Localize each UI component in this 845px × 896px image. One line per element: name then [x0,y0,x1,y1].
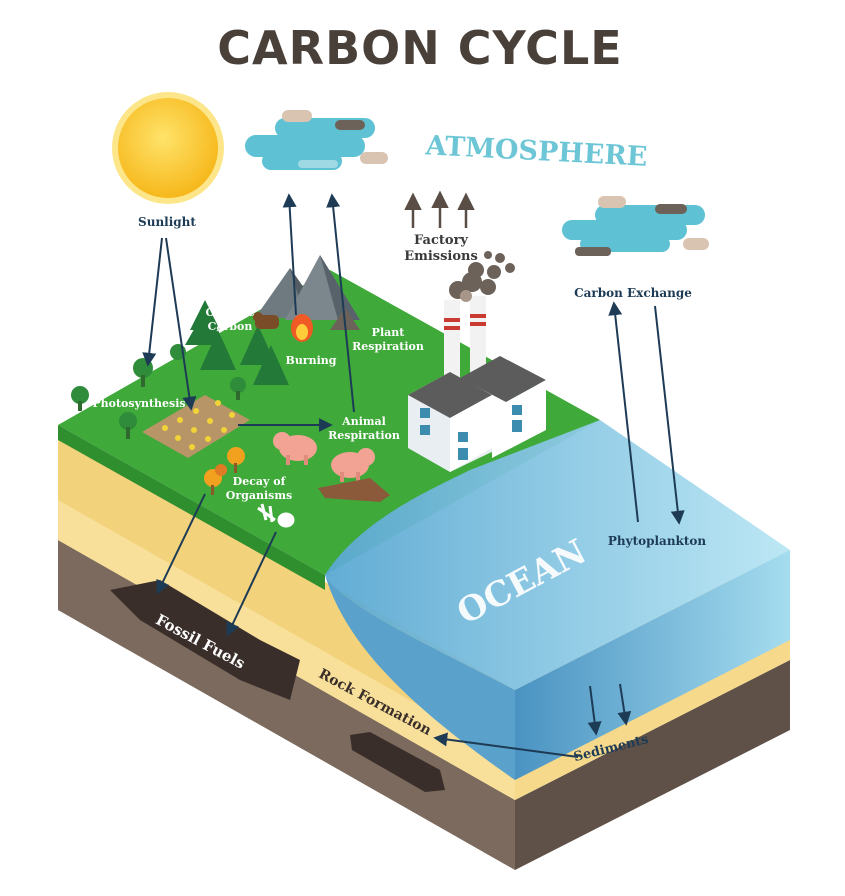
crop-field [142,395,250,458]
factory-emissions-label-2: Emissions [404,249,478,264]
fossil-fuel-deposit [110,580,300,700]
arrow-atmosphere-phytoplankton [654,305,685,525]
decay-label-2: Organisms [226,489,292,502]
organic-carbon-label-2: Carbon [208,320,253,333]
carbon-exchange-label: Carbon Exchange [574,286,692,300]
arrow-sunlight-photosynthesis [142,237,163,367]
animal-respiration-label-2: Respiration [328,429,400,442]
pig-icon-2 [331,448,375,482]
arrow-bones-fossil [226,531,277,637]
bones-icon [257,503,295,528]
plant-respiration-label-1: Plant [372,326,406,339]
plant-respiration-label-2: Respiration [352,340,424,353]
page-title: CARBON CYCLE [217,21,622,75]
atmosphere-label: ATMOSPHERE [424,130,648,173]
arrow-sediments-rock [433,732,579,758]
arrow-animal-atmosphere [326,193,355,413]
arrow-phytoplankton-atmosphere [608,301,639,523]
arrow-ocean-sediments-2 [617,683,632,726]
pig-icon [273,432,317,465]
ocean [325,420,790,780]
cloud-icon [245,110,388,170]
emission-arrows [404,190,475,228]
factory-icon [408,251,546,472]
arrow-sunlight-field [165,237,197,411]
arrow-burning-atmosphere [282,193,297,316]
arrow-ocean-sediments-1 [587,685,602,736]
burning-label: Burning [286,354,337,367]
mud-puddle [318,478,390,502]
factory-emissions-label-1: Factory [414,233,468,248]
bear-icon [253,312,279,329]
decay-label-1: Decay of [233,475,287,488]
cloud-icon-right [562,196,709,256]
sunlight-label: Sunlight [138,215,196,229]
fire-icon [291,314,313,342]
animal-respiration-label-1: Animal [341,415,386,428]
organic-carbon-label-1: Organic [205,306,254,319]
flow-arrows [142,193,685,758]
rock-pocket [350,732,445,792]
photosynthesis-label: Photosynthesis [92,397,185,410]
mountains [255,255,360,330]
arrow-decay-fossil [156,493,206,595]
phytoplankton-label: Phytoplankton [608,534,707,548]
sun-icon [112,92,224,204]
autumn-trees [204,447,245,495]
